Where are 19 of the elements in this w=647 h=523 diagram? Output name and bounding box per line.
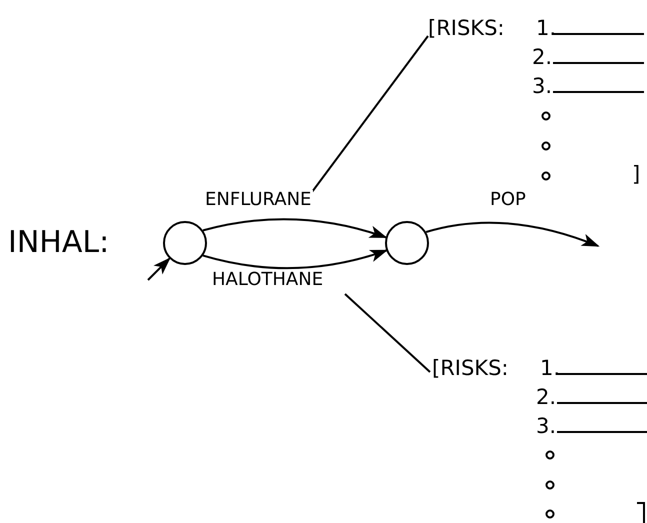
list-number: 3. (536, 414, 556, 438)
leader-line (344, 293, 431, 373)
bracket: ] (632, 162, 640, 186)
label-text: INHAL: (8, 226, 110, 260)
list-number: 2. (536, 385, 556, 409)
arrow (202, 218, 388, 238)
arrow (147, 257, 171, 281)
arrow (202, 250, 388, 270)
leader-line (311, 35, 429, 193)
bracket-heading: [RISKS: (428, 16, 504, 40)
list-number: 2. (532, 45, 552, 69)
risk-list (432, 356, 647, 523)
list-number: 1. (540, 356, 560, 380)
list-number: 3. (532, 74, 552, 98)
arrow (426, 222, 600, 247)
list-number: 1. (536, 16, 556, 40)
circle-node (385, 221, 429, 265)
bracket-heading: [RISKS: (432, 356, 508, 380)
circle-node (163, 221, 207, 265)
